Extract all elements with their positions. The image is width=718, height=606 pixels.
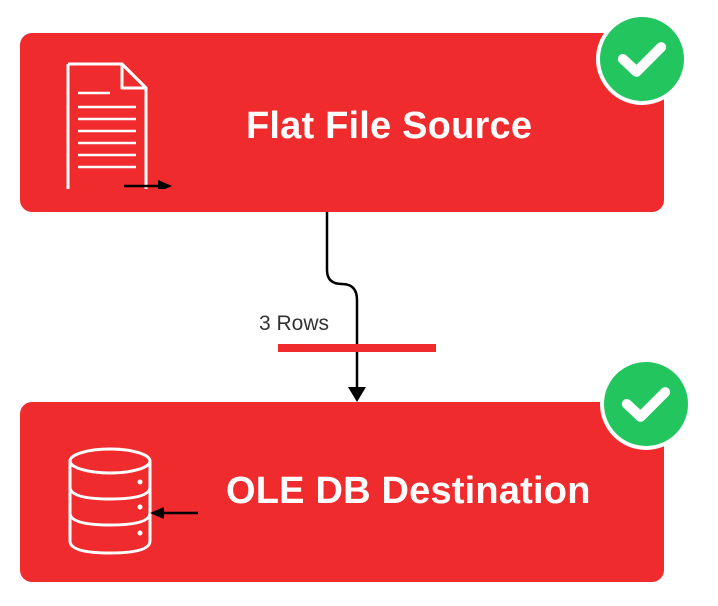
ole-db-destination-node[interactable]: OLE DB Destination (20, 402, 664, 582)
row-count-label: 3 Rows (259, 312, 330, 335)
data-path-arrowhead (348, 387, 366, 402)
flat-file-source-label: Flat File Source (246, 105, 533, 147)
flat-file-source-node[interactable]: Flat File Source (20, 33, 664, 212)
ole-db-destination-label: OLE DB Destination (226, 470, 591, 512)
data-path-marker (278, 344, 436, 352)
data-path-line (325, 212, 359, 392)
flat-file-icon (60, 57, 186, 200)
database-icon (64, 447, 204, 557)
success-check-icon (596, 13, 688, 105)
success-check-icon (600, 358, 692, 450)
